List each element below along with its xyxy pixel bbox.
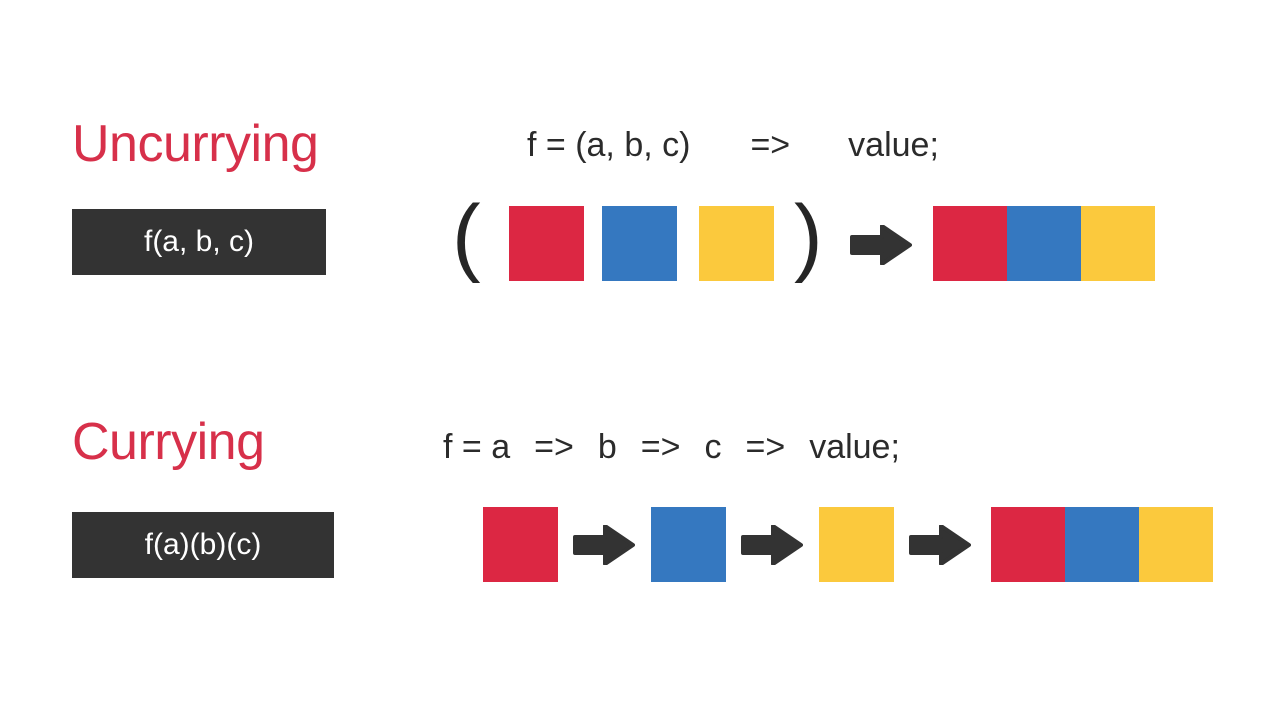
signature-chip-uncurrying: f(a, b, c) <box>72 209 326 275</box>
thick-right-arrow-icon-currying-3 <box>909 525 971 565</box>
thick-right-arrow-icon-uncurrying <box>850 225 912 265</box>
arg-block-red-uncurrying <box>509 206 584 281</box>
formula-currying: f = a => b => c => value; <box>443 430 900 464</box>
close-paren-uncurrying: ) <box>794 188 823 284</box>
arg-block-blue-currying <box>651 507 726 582</box>
arg-block-red-currying <box>483 507 558 582</box>
signature-chip-uncurrying-label: f(a, b, c) <box>143 225 255 258</box>
result-block-red-currying <box>991 507 1065 582</box>
diagram-currying <box>483 505 1223 585</box>
thick-right-arrow-icon-currying-2 <box>741 525 803 565</box>
result-block-yellow-currying <box>1139 507 1213 582</box>
section-title-uncurrying: Uncurrying <box>72 115 319 173</box>
result-blocks-currying <box>991 507 1213 582</box>
signature-chip-currying: f(a)(b)(c) <box>72 512 334 578</box>
result-block-blue-currying <box>1065 507 1139 582</box>
arg-block-yellow-currying <box>819 507 894 582</box>
thick-right-arrow-icon-currying-1 <box>573 525 635 565</box>
formula-currying-token-3: => <box>640 428 681 466</box>
result-block-blue-uncurrying <box>1007 206 1081 281</box>
formula-uncurrying: f = (a, b, c) => value; <box>527 128 939 162</box>
formula-currying-token-0: f = a <box>443 428 511 466</box>
formula-currying-token-2: b <box>597 428 617 466</box>
signature-chip-currying-label: f(a)(b)(c) <box>144 528 262 561</box>
result-blocks-uncurrying <box>933 206 1155 281</box>
diagram-uncurrying: ( ) <box>452 188 1162 286</box>
arg-block-blue-uncurrying <box>602 206 677 281</box>
formula-currying-token-5: => <box>745 428 786 466</box>
formula-uncurrying-result: value; <box>848 126 939 164</box>
formula-currying-token-4: c <box>704 428 722 466</box>
formula-currying-token-6: value; <box>809 428 900 466</box>
formula-uncurrying-lhs: f = (a, b, c) <box>527 126 691 164</box>
arg-block-yellow-uncurrying <box>699 206 774 281</box>
formula-uncurrying-arrow: => <box>750 126 791 164</box>
result-block-yellow-uncurrying <box>1081 206 1155 281</box>
open-paren-uncurrying: ( <box>452 188 481 284</box>
formula-currying-token-1: => <box>534 428 574 466</box>
result-block-red-uncurrying <box>933 206 1007 281</box>
section-title-currying: Currying <box>72 413 265 471</box>
